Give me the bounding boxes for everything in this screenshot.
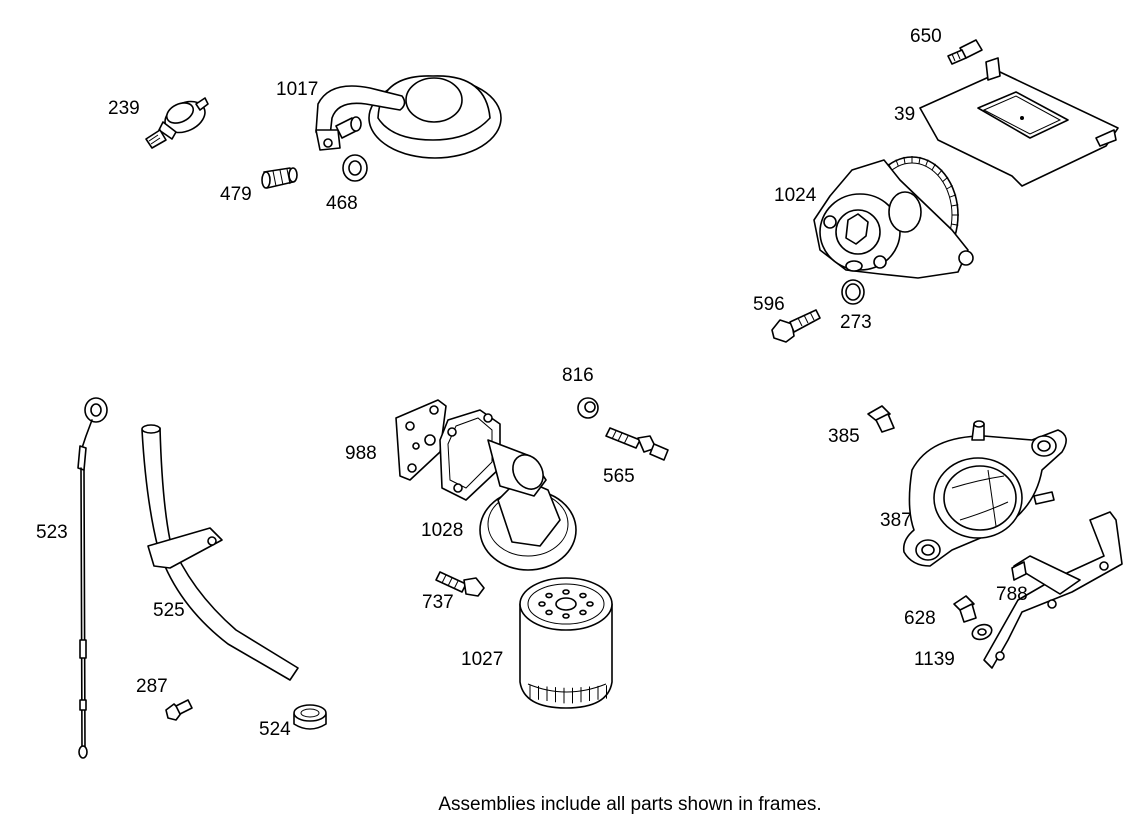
gasket-plate-icon — [395, 399, 447, 481]
label-287: 287 — [136, 676, 168, 697]
gasket-ring-icon — [342, 154, 368, 182]
label-1024: 1024 — [774, 185, 817, 206]
oil-filter-icon — [519, 577, 613, 709]
label-650: 650 — [910, 26, 942, 47]
stud-icon — [605, 427, 669, 461]
plug-icon — [867, 405, 895, 433]
oil-cooler-icon — [902, 420, 1067, 567]
label-1139: 1139 — [914, 649, 955, 670]
mounting-bracket-icon — [983, 511, 1123, 669]
label-523: 523 — [36, 522, 68, 543]
label-596: 596 — [753, 294, 785, 315]
screw-icon — [947, 39, 983, 65]
bolt-icon — [435, 571, 485, 597]
label-1017: 1017 — [276, 79, 318, 100]
label-565: 565 — [603, 466, 635, 487]
label-788: 788 — [996, 584, 1028, 605]
label-816: 816 — [562, 365, 594, 386]
plug-icon — [953, 595, 977, 623]
diagram-caption: Assemblies include all parts shown in fr… — [438, 794, 821, 815]
clip-ring-icon — [577, 397, 599, 419]
label-737: 737 — [422, 592, 454, 613]
grommet-icon — [293, 704, 327, 730]
label-39: 39 — [894, 104, 915, 125]
label-628: 628 — [904, 608, 936, 629]
oil-pump-gear-icon — [813, 156, 974, 279]
label-273: 273 — [840, 312, 872, 333]
oil-pressure-sender-icon — [145, 97, 209, 149]
dipstick-icon — [77, 397, 108, 759]
label-1027: 1027 — [461, 649, 503, 670]
label-479: 479 — [220, 184, 252, 205]
bolt-icon — [165, 699, 193, 721]
label-1028: 1028 — [421, 520, 463, 541]
label-988: 988 — [345, 443, 377, 464]
label-524: 524 — [259, 719, 291, 740]
label-385: 385 — [828, 426, 860, 447]
oil-filter-adapter-icon — [439, 409, 577, 571]
bolt-icon — [771, 309, 821, 343]
dipstick-tube-icon — [141, 424, 299, 681]
fitting-icon — [261, 167, 298, 189]
oil-pickup-tube-icon — [315, 75, 502, 159]
o-ring-icon — [841, 279, 865, 305]
label-387: 387 — [880, 510, 912, 531]
label-239: 239 — [108, 98, 140, 119]
oil-baffle-plate-icon — [919, 57, 1119, 187]
label-525: 525 — [153, 600, 185, 621]
washer-icon — [971, 623, 993, 641]
label-468: 468 — [326, 193, 358, 214]
